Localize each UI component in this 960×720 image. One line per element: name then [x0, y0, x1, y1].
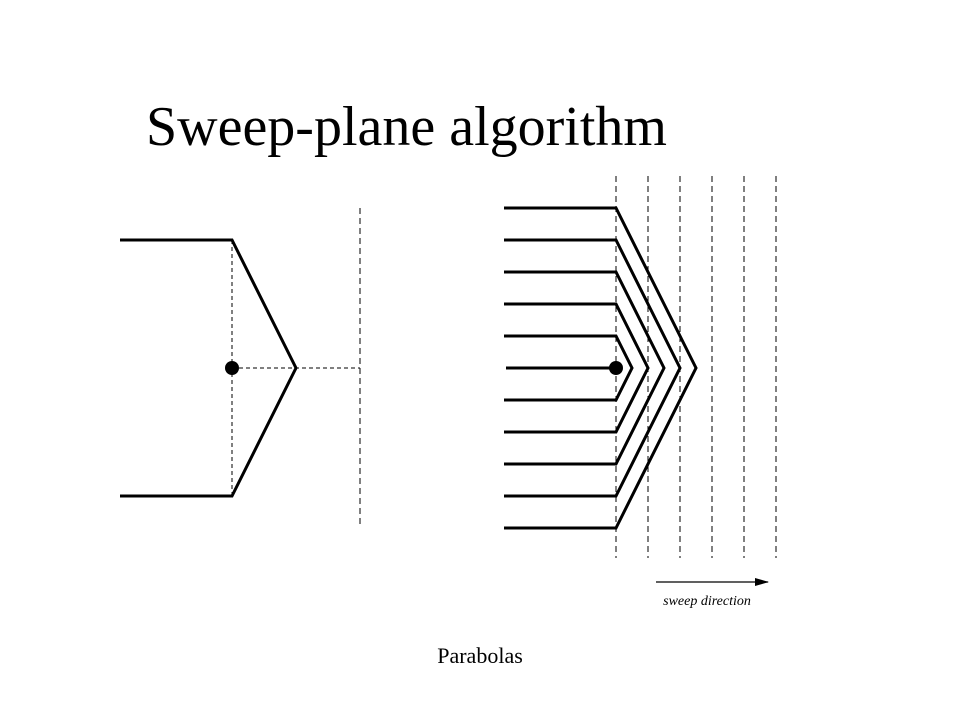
parabola-4 — [504, 238, 682, 498]
site-point — [609, 361, 623, 375]
sweep-direction-label: sweep direction — [663, 594, 751, 609]
parabola-3 — [504, 270, 666, 466]
parabola-front — [120, 238, 298, 498]
figure-caption: Parabolas — [437, 643, 523, 668]
single-parabola-panel — [120, 208, 361, 528]
parabola-curves — [504, 206, 698, 530]
parabola-2 — [504, 302, 650, 434]
site-point — [225, 361, 239, 375]
parabola-5 — [504, 206, 698, 530]
slide-title: Sweep-plane algorithm — [146, 96, 667, 158]
nested-parabolas-panel — [504, 176, 777, 586]
parabola-1 — [504, 334, 634, 402]
